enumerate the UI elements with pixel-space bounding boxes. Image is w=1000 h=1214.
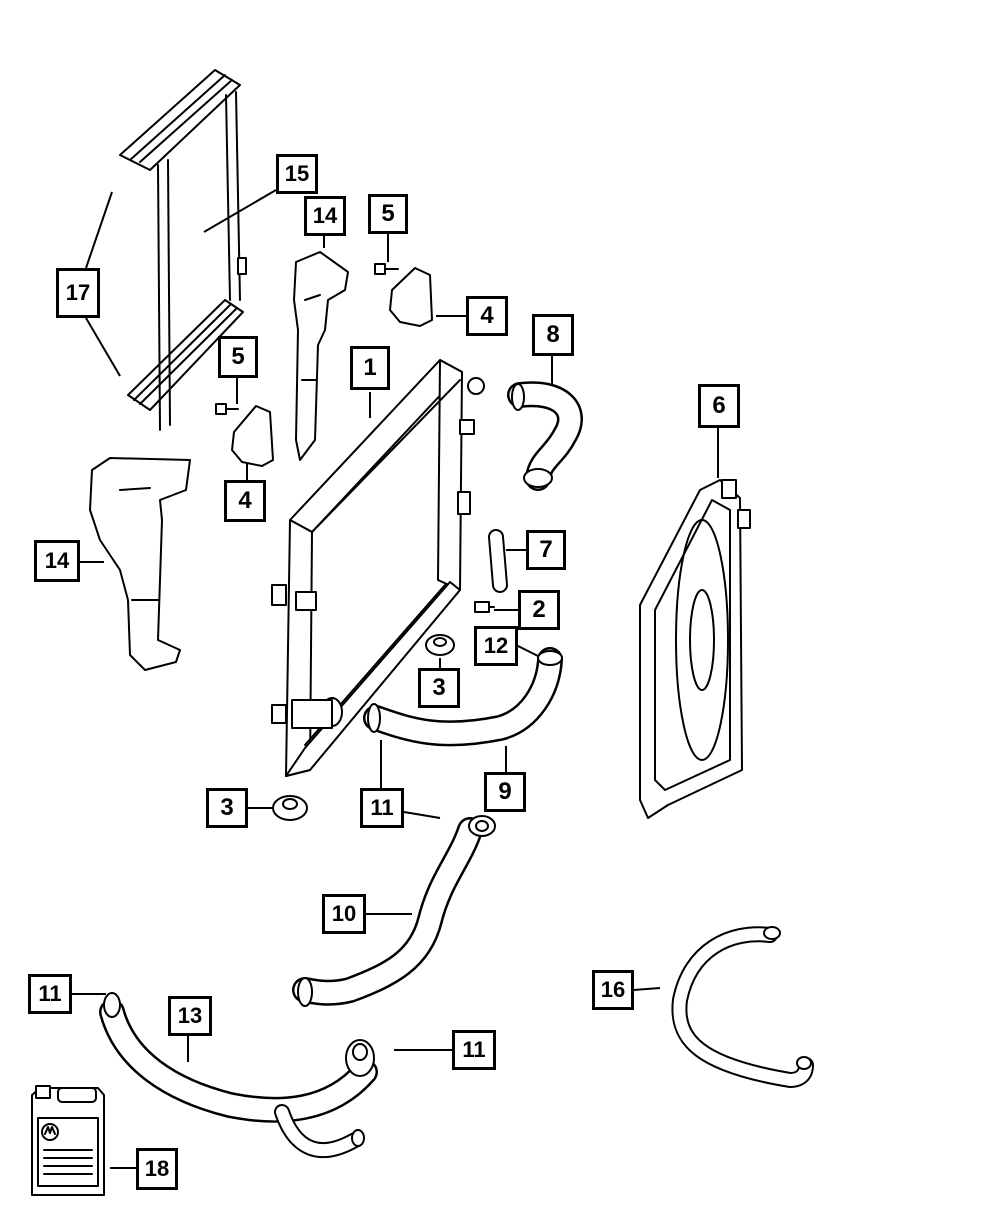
callout-17[interactable]: 17 xyxy=(56,268,100,318)
callout-5-upper[interactable]: 5 xyxy=(368,194,408,234)
hose-8[interactable] xyxy=(507,381,583,491)
leader-lines xyxy=(72,189,719,1169)
radiator-shroud-frame[interactable] xyxy=(119,69,247,431)
callout-12[interactable]: 12 xyxy=(474,626,518,666)
air-deflector-left[interactable] xyxy=(89,457,191,671)
hose-10[interactable] xyxy=(292,815,496,1007)
insulator-upper[interactable] xyxy=(425,634,455,656)
bracket-upper[interactable] xyxy=(389,267,433,327)
insulator-lower[interactable] xyxy=(272,795,308,821)
callout-11-right[interactable]: 11 xyxy=(452,1030,496,1070)
callout-10[interactable]: 10 xyxy=(322,894,366,934)
coolant-jug[interactable] xyxy=(31,1085,105,1196)
drain-plug[interactable] xyxy=(474,601,495,613)
callout-18[interactable]: 18 xyxy=(136,1148,178,1190)
callout-14-left[interactable]: 14 xyxy=(34,540,80,582)
callout-1[interactable]: 1 xyxy=(350,346,390,390)
callout-14-upper[interactable]: 14 xyxy=(304,196,346,236)
radiator[interactable] xyxy=(271,359,485,777)
hose-9[interactable] xyxy=(363,647,563,747)
fan-module[interactable] xyxy=(639,479,751,819)
callout-2[interactable]: 2 xyxy=(518,590,560,630)
bolt-upper[interactable] xyxy=(374,263,399,275)
callout-11-middle[interactable]: 11 xyxy=(360,788,404,828)
air-deflector-upper[interactable] xyxy=(293,251,349,461)
callout-16[interactable]: 16 xyxy=(592,970,634,1010)
hose-13[interactable] xyxy=(99,992,378,1159)
callout-3-upper[interactable]: 3 xyxy=(418,668,460,708)
callout-9[interactable]: 9 xyxy=(484,772,526,812)
hose-16[interactable] xyxy=(671,926,814,1088)
callout-6[interactable]: 6 xyxy=(698,384,740,428)
callout-4-lower[interactable]: 4 xyxy=(224,480,266,522)
bolt-lower[interactable] xyxy=(215,403,239,415)
callout-4-upper[interactable]: 4 xyxy=(466,296,508,336)
callout-8[interactable]: 8 xyxy=(532,314,574,356)
callout-13[interactable]: 13 xyxy=(168,996,212,1036)
hose-7[interactable] xyxy=(488,529,508,593)
callout-3-lower[interactable]: 3 xyxy=(206,788,248,828)
callout-5-lower[interactable]: 5 xyxy=(218,336,258,378)
bracket-lower[interactable] xyxy=(231,405,274,467)
callout-15[interactable]: 15 xyxy=(276,154,318,194)
callout-11-left[interactable]: 11 xyxy=(28,974,72,1014)
callout-7[interactable]: 7 xyxy=(526,530,566,570)
